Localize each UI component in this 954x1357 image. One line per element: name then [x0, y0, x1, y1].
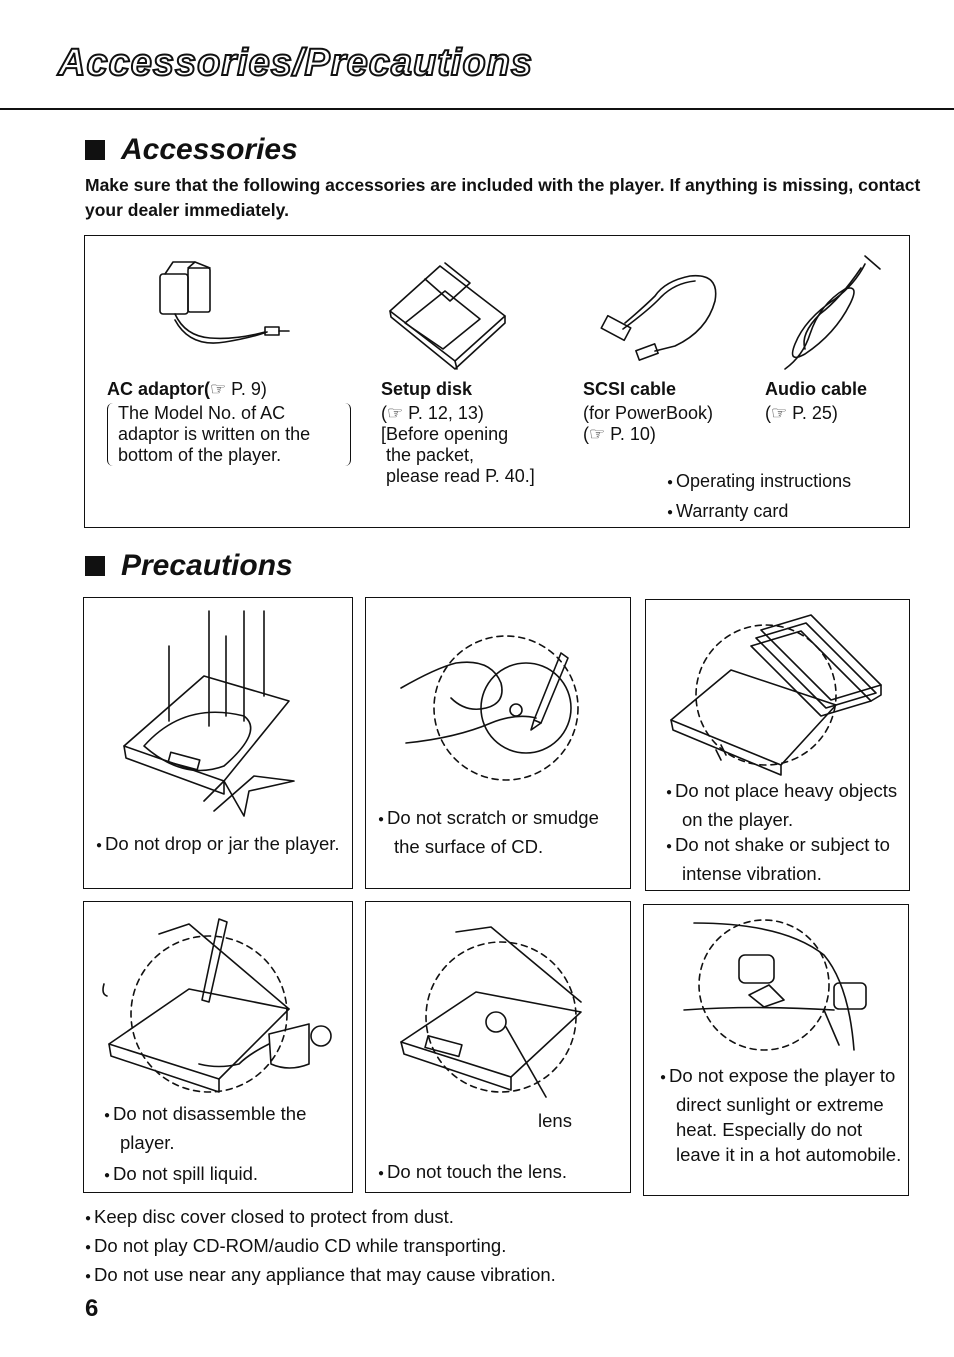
ac-adaptor-note-3: bottom of the player. — [118, 445, 282, 465]
scsi-cable-line-1: (for PowerBook) — [583, 403, 714, 423]
panel-drop-bullet: Do not drop or jar the player. — [96, 831, 341, 860]
precaution-panel-lens: lens Do not touch the lens. — [365, 901, 631, 1193]
setup-disk-line-2: [Before opening — [381, 424, 509, 444]
panel-drop-caption: Do not drop or jar the player. — [96, 831, 341, 860]
audio-cable-icon — [784, 255, 881, 370]
panel-heavy-bullet: Do not place heavy objects on the player… — [666, 778, 911, 832]
page-number: 6 — [85, 1295, 99, 1322]
precaution-panel-scratch: Do not scratch or smudge the surface of … — [365, 597, 631, 889]
panel-heavy-caption: Do not place heavy objects on the player… — [666, 778, 911, 886]
audio-cable-name: Audio cable — [765, 379, 868, 399]
accessories-heading: Accessories — [85, 133, 298, 167]
general-precautions: Keep disc cover closed to protect from d… — [85, 1204, 556, 1291]
panel-heavy-bullet: Do not shake or subject to intense vibra… — [666, 832, 911, 886]
panel-lens-caption: Do not touch the lens. — [378, 1159, 623, 1188]
scratched-cd-icon — [400, 635, 579, 781]
accessories-box: AC adaptor(☞ P. 9) The Model No. of AC a… — [84, 235, 910, 528]
bullet-square-icon — [85, 556, 105, 576]
general-precaution-item: Do not use near any appliance that may c… — [85, 1262, 556, 1291]
scsi-cable-icon — [600, 274, 717, 361]
accessory-scsi-cable: SCSI cable (for PowerBook) (☞ P. 10) — [583, 379, 713, 445]
precaution-panel-heavy: Do not place heavy objects on the player… — [645, 599, 910, 891]
precaution-panel-drop: Do not drop or jar the player. — [83, 597, 353, 889]
open-player-lens-icon — [400, 926, 582, 1098]
scsi-cable-line-2: (☞ P. 10) — [583, 424, 656, 444]
setup-disk-line-4: please read P. 40.] — [381, 466, 535, 486]
ac-adaptor-ref: ☞ P. 9) — [210, 379, 267, 399]
general-precaution-item: Keep disc cover closed to protect from d… — [85, 1204, 556, 1233]
car-sunlight-icon — [683, 919, 867, 1051]
panel-sunlight-caption: Do not expose the player to direct sunli… — [660, 1063, 905, 1167]
page-title: Accessories/Precautions — [57, 41, 534, 85]
lens-label: lens — [538, 1110, 572, 1131]
setup-disk-line-1: (☞ P. 12, 13) — [381, 403, 484, 423]
accessories-heading-text: Accessories — [121, 133, 298, 166]
accessories-intro: Make sure that the following accessories… — [85, 175, 921, 220]
precautions-heading-text: Precautions — [121, 549, 293, 582]
heavy-objects-icon — [670, 614, 882, 776]
accessory-audio-cable: Audio cable (☞ P. 25) — [765, 379, 867, 424]
scsi-cable-name: SCSI cable — [583, 379, 677, 399]
disassemble-spill-icon — [102, 918, 332, 1093]
panel-disassemble-bullet: Do not disassemble the player. — [104, 1101, 349, 1155]
setup-disk-name: Setup disk — [381, 379, 473, 399]
accessory-extras: Operating instructions Warranty card — [667, 468, 851, 528]
ac-adaptor-name: AC adaptor( — [107, 379, 210, 399]
audio-cable-line-1: (☞ P. 25) — [765, 403, 838, 423]
floppy-disk-icon — [389, 262, 506, 370]
panel-disassemble-caption: Do not disassemble the player. Do not sp… — [104, 1101, 349, 1190]
general-precaution-item: Do not play CD-ROM/audio CD while transp… — [85, 1233, 556, 1262]
setup-disk-line-3: the packet, — [381, 445, 475, 465]
panel-scratch-caption: Do not scratch or smudge the surface of … — [378, 805, 623, 859]
panel-sunlight-bullet: Do not expose the player to direct sunli… — [660, 1063, 905, 1167]
precaution-panel-disassemble: Do not disassemble the player. Do not sp… — [83, 901, 353, 1193]
extra-item: Operating instructions — [667, 468, 851, 498]
ac-adaptor-icon — [159, 261, 290, 344]
accessory-ac-adaptor: AC adaptor(☞ P. 9) The Model No. of AC a… — [107, 379, 351, 466]
ac-adaptor-note-1: The Model No. of AC — [118, 403, 286, 423]
ac-adaptor-note-2: adaptor is written on the — [118, 424, 311, 444]
dropped-player-icon — [123, 610, 295, 817]
title-rule — [0, 108, 954, 110]
panel-lens-bullet: Do not touch the lens. — [378, 1159, 623, 1188]
precaution-panel-sunlight: Do not expose the player to direct sunli… — [643, 904, 909, 1196]
bullet-square-icon — [85, 140, 105, 160]
precautions-heading: Precautions — [85, 549, 293, 583]
extra-item: Warranty card — [667, 498, 851, 528]
accessory-setup-disk: Setup disk (☞ P. 12, 13) [Before opening… — [381, 379, 535, 487]
panel-disassemble-bullet: Do not spill liquid. — [104, 1161, 349, 1190]
panel-scratch-bullet: Do not scratch or smudge the surface of … — [378, 805, 623, 859]
